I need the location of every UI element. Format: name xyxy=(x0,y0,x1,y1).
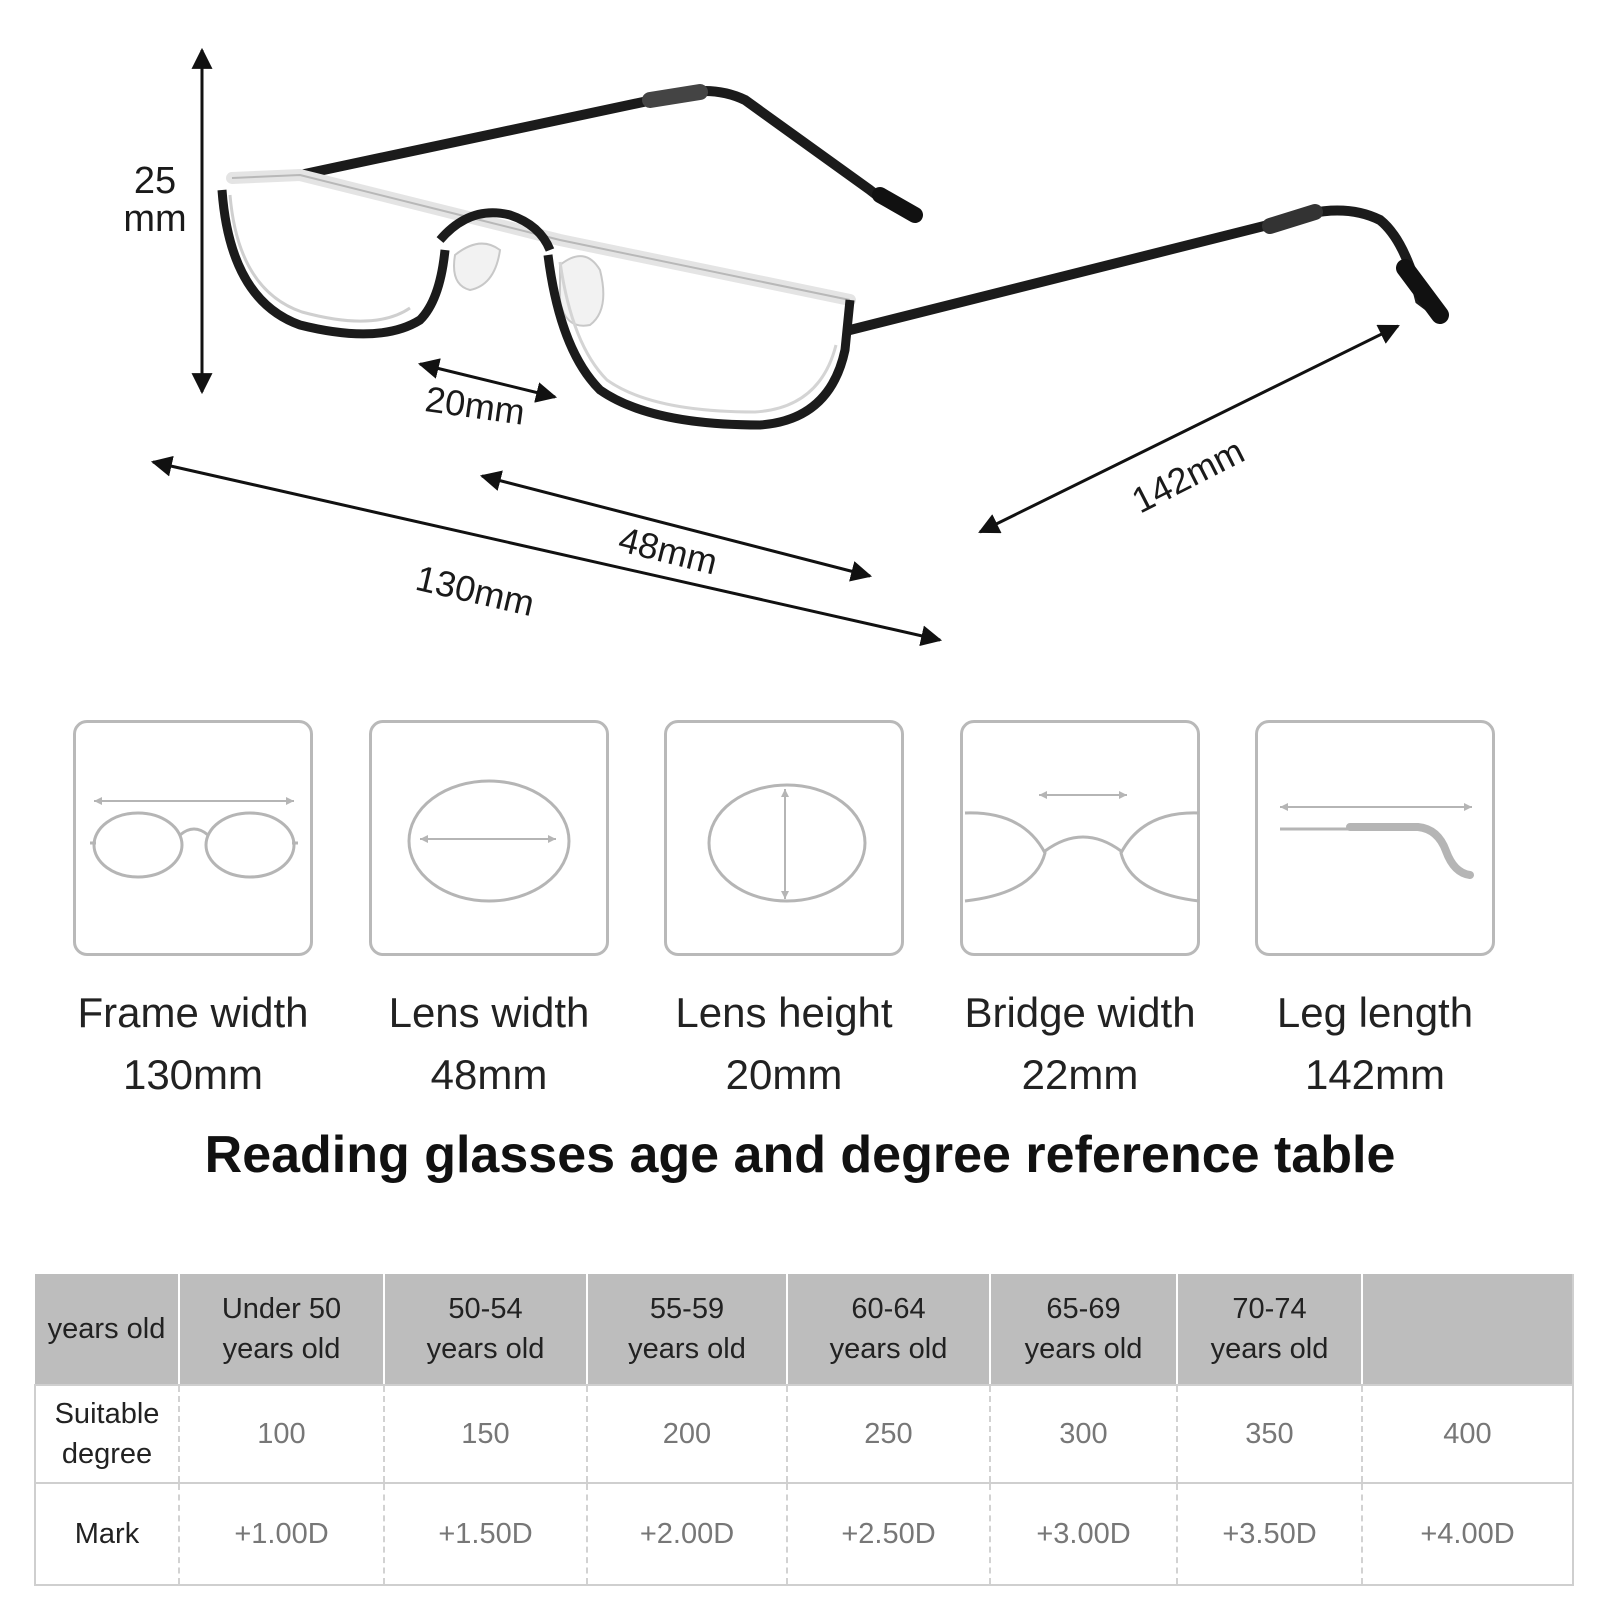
bridge-width-caption: Bridge width 22mm xyxy=(930,982,1230,1106)
age-degree-reference-table: years old Under 50 years old 50-54 years o… xyxy=(34,1274,1574,1586)
row-label-line: Suitable xyxy=(54,1398,160,1430)
lens-width-title: Lens width xyxy=(388,989,590,1036)
bridge xyxy=(436,208,555,252)
degree-cell: 400 xyxy=(1361,1385,1574,1484)
degree-cell: 100 xyxy=(178,1385,384,1484)
degree-cell: 150 xyxy=(383,1385,587,1484)
age-suffix-line: years old xyxy=(1210,1333,1329,1365)
leg-length-icon xyxy=(1280,803,1474,879)
mark-cell: +1.50D xyxy=(383,1483,587,1586)
age-suffix-line: years old xyxy=(426,1333,545,1365)
header-cell: years old xyxy=(35,1274,179,1386)
height-value: 25 xyxy=(133,160,177,202)
leg-length-value: 142mm xyxy=(1304,1051,1446,1098)
age-range-line: 70-74 xyxy=(1232,1293,1307,1325)
lens-height-value: 20mm xyxy=(725,1051,843,1098)
spec-cards: Frame width 130mm Lens width 48mm Lens h… xyxy=(0,720,1600,1120)
left-nose-pad xyxy=(453,242,502,292)
bridge-arrow xyxy=(417,358,558,403)
age-range-line: 55-59 xyxy=(649,1293,725,1325)
header-cell: 60-64 years old xyxy=(786,1274,990,1386)
bridge-width-card xyxy=(960,720,1200,956)
glasses-dimension-diagram xyxy=(150,47,1449,647)
mark-cell: +3.00D xyxy=(989,1483,1177,1586)
mark-row: Mark +1.00D +1.50D +2.00D +2.50D +3.00D … xyxy=(34,1483,1574,1586)
row-label-line: degree xyxy=(61,1438,153,1470)
header-cell xyxy=(1361,1274,1574,1386)
left-lens-frame xyxy=(217,189,450,339)
frame-width-value: 130mm xyxy=(122,1051,264,1098)
age-range-line: 60-64 xyxy=(851,1293,926,1325)
frame-width-icon xyxy=(90,797,298,879)
frame-width-card xyxy=(73,720,313,956)
age-range-line: 65-69 xyxy=(1046,1293,1121,1325)
right-lens-frame xyxy=(543,254,855,430)
header-cell: 70-74 years old xyxy=(1176,1274,1362,1386)
row-label: Suitable degree xyxy=(34,1385,179,1484)
height-dimension-label: 25 mm xyxy=(110,162,200,238)
lens-height-caption: Lens height 20mm xyxy=(634,982,934,1106)
bridge-width-value: 22mm xyxy=(1021,1051,1139,1098)
table-title: Reading glasses age and degree reference… xyxy=(204,1126,1396,1184)
header-cell: 55-59 years old xyxy=(586,1274,787,1386)
degree-cell: 300 xyxy=(989,1385,1177,1484)
frame-width-title: Frame width xyxy=(77,989,309,1036)
leg-length-caption: Leg length 142mm xyxy=(1225,982,1525,1106)
lens-width-value: 48mm xyxy=(430,1051,548,1098)
mark-cell: +3.50D xyxy=(1176,1483,1362,1586)
mark-cell: +2.00D xyxy=(586,1483,787,1586)
frame-width-caption: Frame width 130mm xyxy=(43,982,343,1106)
age-suffix-line: years old xyxy=(1024,1333,1143,1365)
degree-cell: 200 xyxy=(586,1385,787,1484)
lens-width-icon xyxy=(407,779,571,903)
table-header-row: years old Under 50 years old 50-54 years o… xyxy=(35,1274,1574,1386)
front-temple-arm xyxy=(845,205,1445,335)
mark-cell: +2.50D xyxy=(786,1483,990,1586)
age-suffix-line: years old xyxy=(829,1333,948,1365)
age-suffix-line: years old xyxy=(222,1333,341,1365)
lens-width-caption: Lens width 48mm xyxy=(339,982,639,1106)
degree-row: Suitable degree 100 150 200 250 300 350 4… xyxy=(34,1385,1574,1484)
leg-length-card xyxy=(1255,720,1495,956)
height-unit: mm xyxy=(123,198,187,240)
lens-height-title: Lens height xyxy=(675,989,893,1036)
lens-height-card xyxy=(664,720,904,956)
degree-cell: 350 xyxy=(1176,1385,1362,1484)
bridge-width-icon xyxy=(964,791,1200,903)
bridge-width-title: Bridge width xyxy=(964,989,1196,1036)
header-cell: 65-69 years old xyxy=(989,1274,1177,1386)
lens-width-card xyxy=(369,720,609,956)
age-suffix-line: years old xyxy=(628,1333,746,1365)
leg-arrow xyxy=(978,324,1400,534)
age-range-line: 50-54 xyxy=(448,1293,523,1325)
mark-cell: +1.00D xyxy=(178,1483,384,1586)
frame-arrow xyxy=(150,455,943,647)
header-cell: Under 50 years old xyxy=(178,1274,384,1386)
leg-length-title: Leg length xyxy=(1276,989,1474,1036)
header-cell: 50-54 years old xyxy=(383,1274,587,1386)
row-label: Mark xyxy=(34,1483,179,1586)
degree-cell: 250 xyxy=(786,1385,990,1484)
lens-height-icon xyxy=(707,783,867,903)
mark-cell: +4.00D xyxy=(1361,1483,1574,1586)
age-range-line: Under 50 xyxy=(221,1293,342,1325)
